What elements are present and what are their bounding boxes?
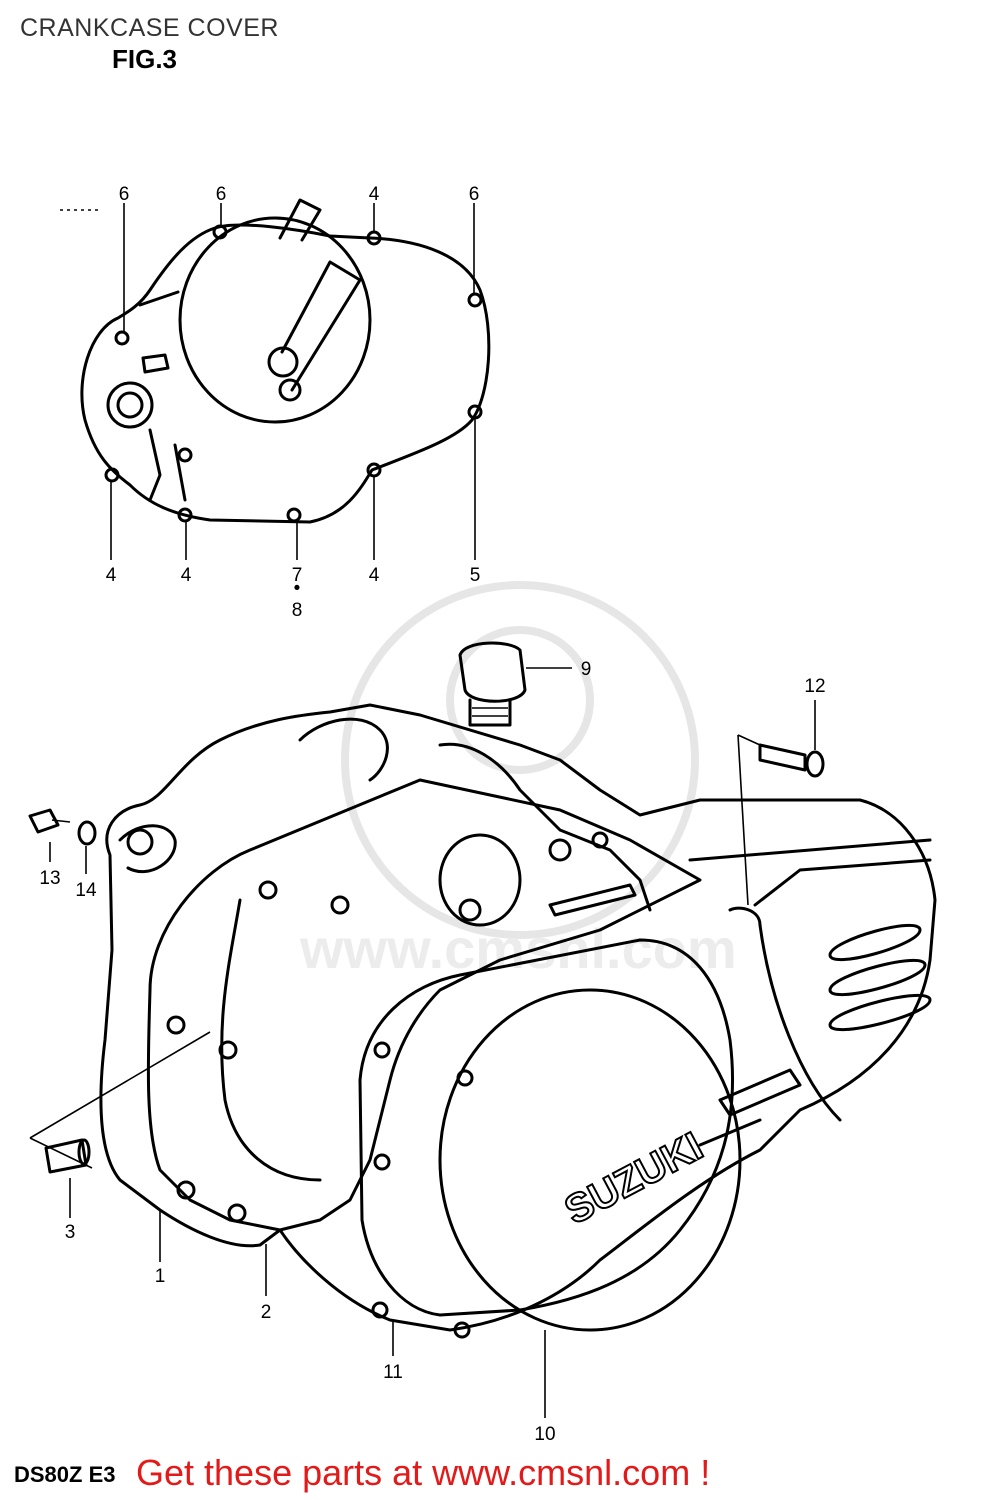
callout-14: 14 — [75, 880, 97, 901]
watermark-logo: www.cmsnl.com — [299, 581, 737, 980]
callout-1: 1 — [155, 1266, 166, 1287]
oil-filler-plug — [458, 641, 527, 727]
callout-separator: • — [294, 578, 301, 599]
cooling-slots — [828, 923, 932, 1032]
leader-lines-lower — [29, 667, 816, 1418]
page-title: CRANKCASE COVER — [20, 14, 279, 42]
callout-3: 3 — [65, 1222, 76, 1243]
callout-4: 4 — [181, 565, 192, 586]
callout-4: 4 — [106, 565, 117, 586]
gasket-clutch-cover — [80, 198, 491, 524]
leader-lines-upper — [60, 203, 476, 560]
callout-8: 8 — [292, 600, 303, 621]
gasket-crankcase — [146, 778, 702, 1232]
model-code: DS80Z E3 — [14, 1462, 116, 1487]
callout-2: 2 — [261, 1302, 272, 1323]
callout-6: 6 — [216, 184, 227, 205]
callout-13: 13 — [39, 868, 60, 889]
washer-14 — [77, 820, 97, 846]
figure-number: FIG.3 — [112, 44, 178, 74]
callout-9: 9 — [581, 659, 592, 680]
callout-11: 11 — [383, 1362, 403, 1383]
suzuki-logo: SUZUKI — [558, 1124, 710, 1233]
callout-12: 12 — [804, 676, 825, 697]
callout-4: 4 — [369, 184, 380, 205]
callout-10: 10 — [534, 1424, 555, 1445]
callout-7: 7 — [292, 565, 303, 586]
callout-6: 6 — [469, 184, 480, 205]
crankcase-cover-main — [99, 703, 937, 1332]
callout-labels: 6 6 4 6 4 4 7 • 8 4 5 9 12 13 14 3 1 2 1… — [39, 184, 825, 1445]
bolt-13 — [28, 808, 71, 834]
screw-12 — [758, 743, 825, 778]
promo-link[interactable]: Get these parts at www.cmsnl.com ! — [136, 1452, 711, 1493]
magneto-cover: SUZUKI — [358, 938, 742, 1339]
callout-6: 6 — [119, 184, 130, 205]
callout-5: 5 — [470, 565, 481, 586]
watermark-text: www.cmsnl.com — [299, 917, 737, 980]
callout-4: 4 — [369, 565, 380, 586]
